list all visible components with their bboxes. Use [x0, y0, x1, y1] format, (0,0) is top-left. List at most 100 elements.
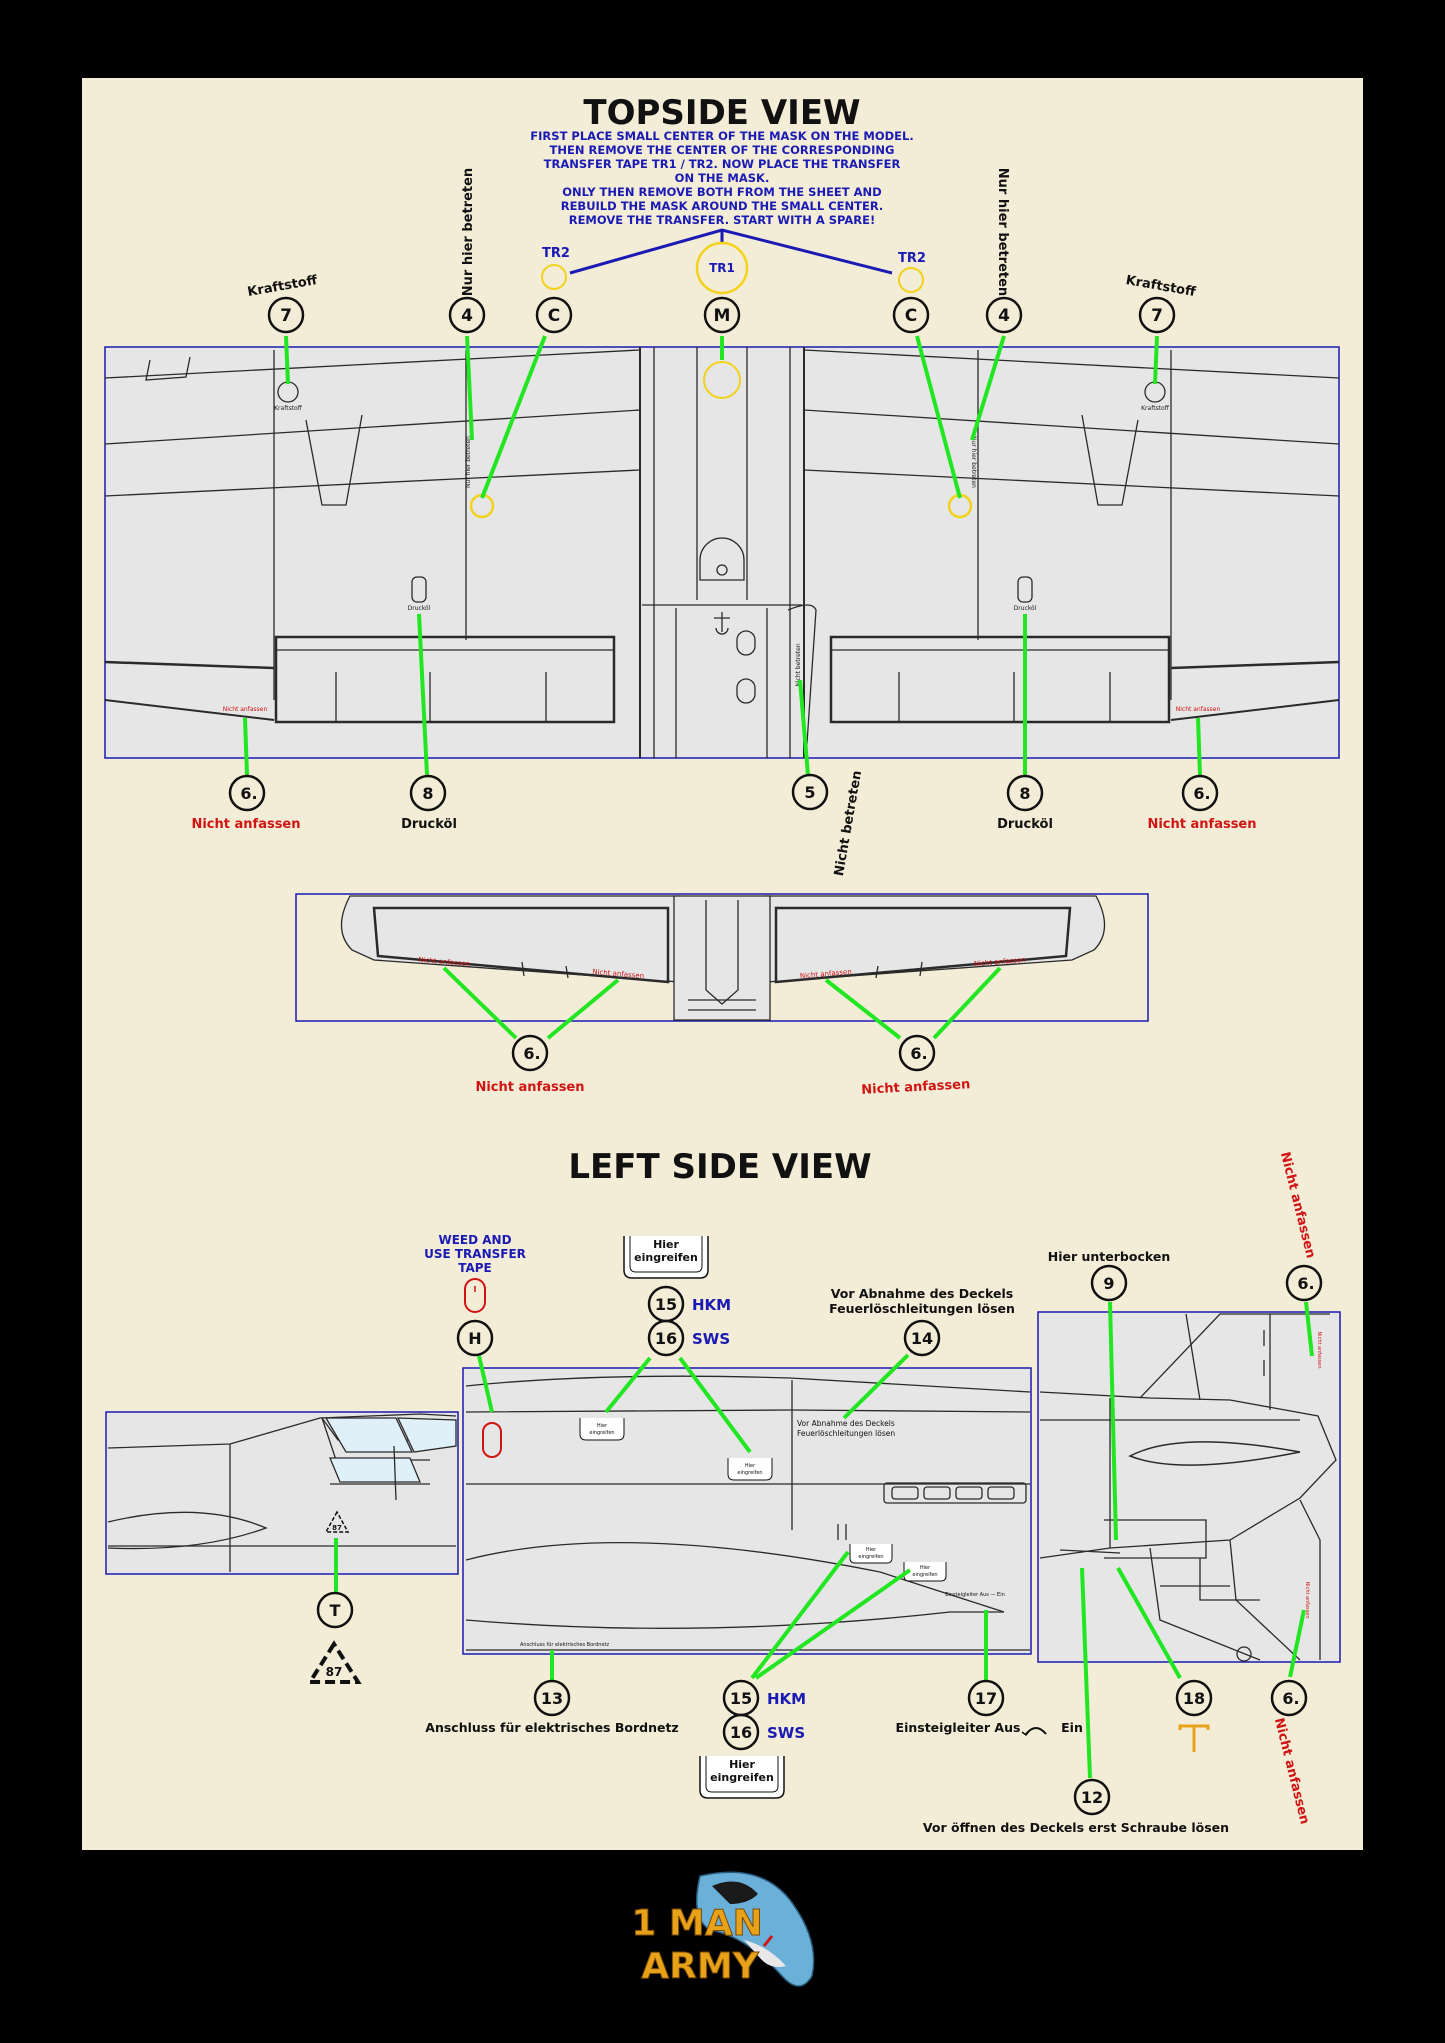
tr2-right-circle — [898, 267, 924, 293]
step-18-icon — [1178, 1724, 1210, 1752]
callout-7-right-text: 7 — [1151, 306, 1163, 326]
callout-t-text: T — [330, 1601, 341, 1620]
stencil-druckoel: Drucköl — [1014, 605, 1037, 612]
triangle-87-text: 87 — [326, 1665, 343, 1679]
callout-t — [316, 1591, 354, 1629]
tr2-left-label: TR2 — [542, 246, 570, 261]
callout-6-left — [228, 774, 266, 812]
druckoel-label-right: Drucköl — [997, 817, 1053, 832]
callout-16-top — [647, 1319, 685, 1357]
callout-6-right — [1181, 774, 1219, 812]
tr-markers: TR2 TR1 TR2 — [541, 241, 926, 295]
callout-8-left — [409, 774, 447, 812]
callout-5 — [791, 773, 829, 811]
weed-note: WEED AND USE TRANSFER TAPE — [424, 1233, 526, 1275]
hier-eingreifen-text: eingreifen — [710, 1771, 774, 1784]
one-man-army-logo: 1 MAN ARMY — [631, 1871, 815, 1988]
topside-plan — [104, 347, 1340, 759]
stencil-druckoel: Drucköl — [408, 605, 431, 612]
stencil-vor-abnahme: Vor Abnahme des Deckels — [797, 1419, 895, 1428]
leftside-title: LEFT SIDE VIEW — [568, 1147, 871, 1187]
vor-oeffnen-label: Vor öffnen des Deckels erst Schraube lös… — [923, 1820, 1229, 1835]
callout-16-top-text: 16 — [655, 1329, 677, 1348]
callout-12-text: 12 — [1081, 1788, 1103, 1807]
underside-nicht-anfassen-right: Nicht anfassen — [861, 1077, 971, 1098]
logo-line1: 1 MAN — [631, 1903, 762, 1944]
stencil-nur-hier: Nur hier betreten — [970, 436, 977, 488]
sws-label-top: SWS — [692, 1330, 730, 1348]
callout-4-left — [448, 296, 486, 334]
callout-9-text: 9 — [1103, 1274, 1114, 1293]
triangle-87-small — [324, 1510, 350, 1533]
hier-eingreifen-bottom: Hier eingreifen — [699, 1756, 785, 1799]
callout-4-left-text: 4 — [461, 306, 473, 326]
stencil-nur-hier: Nur hier betreten — [465, 436, 472, 488]
leftside-leaders — [334, 1301, 1314, 1779]
tail-plan — [1039, 1313, 1337, 1662]
weed-note-line: TAPE — [458, 1261, 492, 1275]
einsteigleiter-arrowhead-icon — [1021, 1729, 1031, 1737]
instruction-line: TRANSFER TAPE TR1 / TR2. NOW PLACE THE T… — [544, 157, 901, 171]
callout-17 — [967, 1679, 1005, 1717]
callout-8-left-text: 8 — [422, 784, 433, 803]
stencil-einsteigleiter: Einsteigleiter Aus — Ein — [945, 1592, 1005, 1598]
callout-7-right — [1138, 296, 1176, 334]
instruction-line: THEN REMOVE THE CENTER OF THE CORRESPOND… — [550, 143, 895, 157]
underside-plan — [340, 895, 1106, 1021]
stencil-hier: Hier — [866, 1547, 877, 1553]
tail-stencil-red: Nicht anfassen — [1316, 1331, 1322, 1368]
callout-6-top — [1285, 1264, 1323, 1302]
weed-note-line: WEED AND — [438, 1233, 511, 1247]
topside-callouts-top: 7 4 C M C 4 7 — [267, 296, 1176, 334]
callout-h-text: H — [468, 1329, 481, 1348]
callout-5-text: 5 — [804, 783, 815, 802]
topside-callouts-bottom: 6. 8 5 8 6. — [228, 773, 1219, 812]
stencil-eingreifen: eingreifen — [737, 1470, 762, 1476]
callout-c-right — [892, 296, 930, 334]
stencil-nicht-anfassen: Nicht anfassen — [1176, 706, 1221, 713]
anschluss-label: Anschluss für elektrisches Bordnetz — [425, 1720, 678, 1735]
nicht-anfassen-label-left: Nicht anfassen — [191, 817, 300, 832]
callout-16-bottom-text: 16 — [730, 1723, 752, 1742]
sws-label-bottom: SWS — [767, 1724, 805, 1742]
callout-6-right-text: 6. — [1193, 784, 1210, 803]
callout-7-left — [267, 296, 305, 334]
instruction-line: REMOVE THE TRANSFER. START WITH A SPARE! — [569, 213, 876, 227]
callout-8-right — [1006, 774, 1044, 812]
callout-16-bottom — [722, 1713, 760, 1751]
underside-callout-6-left — [511, 1034, 549, 1072]
stencil-hier: Hier — [597, 1423, 608, 1429]
callout-m-text: M — [714, 306, 731, 326]
topside-stencils: Kraftstoff Kraftstoff Drucköl Drucköl Nu… — [223, 405, 1221, 713]
hier-eingreifen-text: Hier — [729, 1758, 755, 1771]
weed-note-line: USE TRANSFER — [424, 1247, 526, 1261]
instruction-line: REBUILD THE MASK AROUND THE SMALL CENTER… — [561, 199, 884, 213]
underside-callout-6-left-text: 6. — [523, 1044, 540, 1063]
weed-tape-marker — [464, 1278, 486, 1313]
tail-stencil-red: Nicht anfassen — [1304, 1581, 1310, 1618]
callout-7-left-text: 7 — [280, 306, 292, 326]
callout-6-top-text: 6. — [1297, 1274, 1314, 1293]
tr2-left-circle — [541, 264, 567, 290]
nur-hier-label-right: Nur hier betreten — [995, 168, 1010, 296]
underside-callout-6-right-text: 6. — [910, 1044, 927, 1063]
stencil-eingreifen: eingreifen — [912, 1572, 937, 1578]
hkm-label-bottom: HKM — [767, 1690, 806, 1708]
triangle-87-small-text: 87 — [332, 1524, 342, 1532]
topside-instructions: FIRST PLACE SMALL CENTER OF THE MASK ON … — [530, 129, 913, 227]
fuselage-plan — [465, 1375, 1031, 1651]
underside-leaders — [442, 966, 1002, 1040]
stencil-anschluss: Anschluss für elektrisches Bordnetz — [520, 1642, 610, 1648]
callout-4-right-text: 4 — [998, 306, 1010, 326]
callout-8-right-text: 8 — [1019, 784, 1030, 803]
callout-17-text: 17 — [975, 1689, 997, 1708]
nose-plan — [107, 1413, 457, 1572]
instruction-line: FIRST PLACE SMALL CENTER OF THE MASK ON … — [530, 129, 913, 143]
druckoel-label-left: Drucköl — [401, 817, 457, 832]
leftside-section: LEFT SIDE VIEW WEED AND USE TRANSFER TAP… — [105, 1147, 1341, 1835]
instruction-line: ONLY THEN REMOVE BOTH FROM THE SHEET AND — [562, 185, 881, 199]
einsteigleiter-ein-label: Ein — [1061, 1720, 1083, 1735]
nur-hier-label-left: Nur hier betreten — [461, 168, 476, 296]
stencil-hier: Hier — [745, 1463, 756, 1469]
stencil-vor-abnahme: Feuerlöschleitungen lösen — [797, 1429, 895, 1438]
